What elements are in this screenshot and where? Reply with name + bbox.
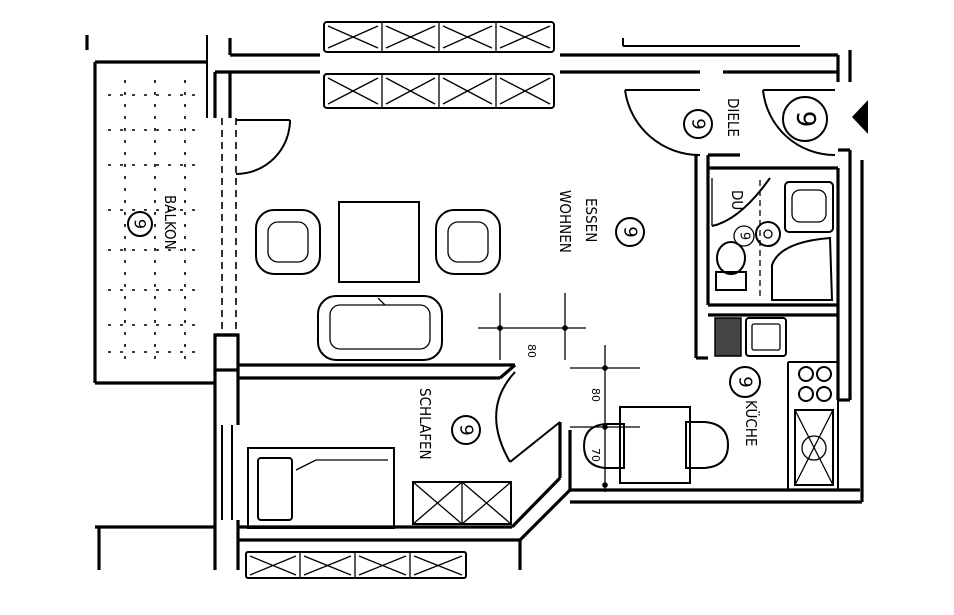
dimension-lines — [478, 293, 640, 492]
dimension-label: 70 — [589, 448, 602, 462]
svg-text:9: 9 — [456, 424, 477, 435]
armchair-icon — [435, 209, 501, 275]
window-bottom — [245, 551, 467, 579]
entrance-arrow-icon — [852, 100, 868, 134]
room-marker-dusche: 9 — [733, 225, 755, 247]
room-marker-schlafen: 9 — [451, 415, 481, 445]
room-label-schlafen: SCHLAFEN — [416, 388, 434, 460]
svg-text:9: 9 — [131, 219, 150, 229]
chair-icon — [685, 421, 730, 469]
door-swing-icon — [235, 119, 291, 175]
svg-text:9: 9 — [735, 376, 756, 387]
washer-symbol-icon — [755, 221, 781, 247]
oven-icon — [794, 409, 834, 486]
service-walls — [694, 148, 864, 502]
table-icon — [619, 406, 691, 484]
sofa-icon — [317, 295, 443, 361]
fridge-icon — [714, 317, 742, 357]
bed-icon — [247, 447, 395, 529]
bottom-wall — [238, 422, 862, 570]
room-label-dusche: DU — [728, 190, 746, 210]
partition-wall — [238, 363, 517, 380]
left-wall — [213, 72, 240, 570]
table-icon — [338, 201, 420, 283]
window-top — [323, 21, 555, 109]
room-marker-balkon: 9 — [127, 211, 153, 237]
armchair-icon — [255, 209, 321, 275]
window-icon — [245, 551, 467, 579]
room-marker-entrance: 9 — [782, 96, 828, 142]
door-swing-icon — [762, 89, 836, 157]
shelf-icon — [412, 481, 512, 525]
top-wall — [215, 38, 852, 82]
stove-icon — [798, 366, 832, 402]
room-marker-kueche: 9 — [729, 366, 761, 398]
sink-icon — [784, 181, 834, 233]
door-swing-icon — [711, 177, 771, 227]
svg-text:9: 9 — [688, 118, 709, 129]
chair-icon — [582, 423, 625, 469]
dimension-label: 80 — [589, 388, 602, 402]
room-label-essen: ESSEN — [582, 198, 600, 242]
svg-text:9: 9 — [620, 226, 641, 237]
shower-icon — [771, 236, 834, 301]
door-swing-icon — [624, 89, 701, 157]
room-marker-wohnen: 9 — [615, 217, 645, 247]
sink-icon — [745, 317, 787, 357]
svg-text:9: 9 — [790, 111, 820, 128]
door-swing-icon — [495, 371, 561, 463]
room-marker-diele: 9 — [683, 109, 713, 139]
dimension-label: 80 — [525, 344, 538, 358]
room-label-wohnen: WOHNEN — [556, 190, 574, 253]
balcony — [85, 35, 216, 570]
room-label-kueche: KÜCHE — [742, 400, 761, 446]
window-icon — [323, 73, 555, 109]
svg-text:9: 9 — [737, 232, 752, 240]
window-icon — [323, 21, 555, 53]
toilet-icon — [715, 241, 747, 291]
room-label-diele: DIELE — [724, 98, 742, 137]
room-label-balkon: BALKON — [161, 195, 179, 250]
